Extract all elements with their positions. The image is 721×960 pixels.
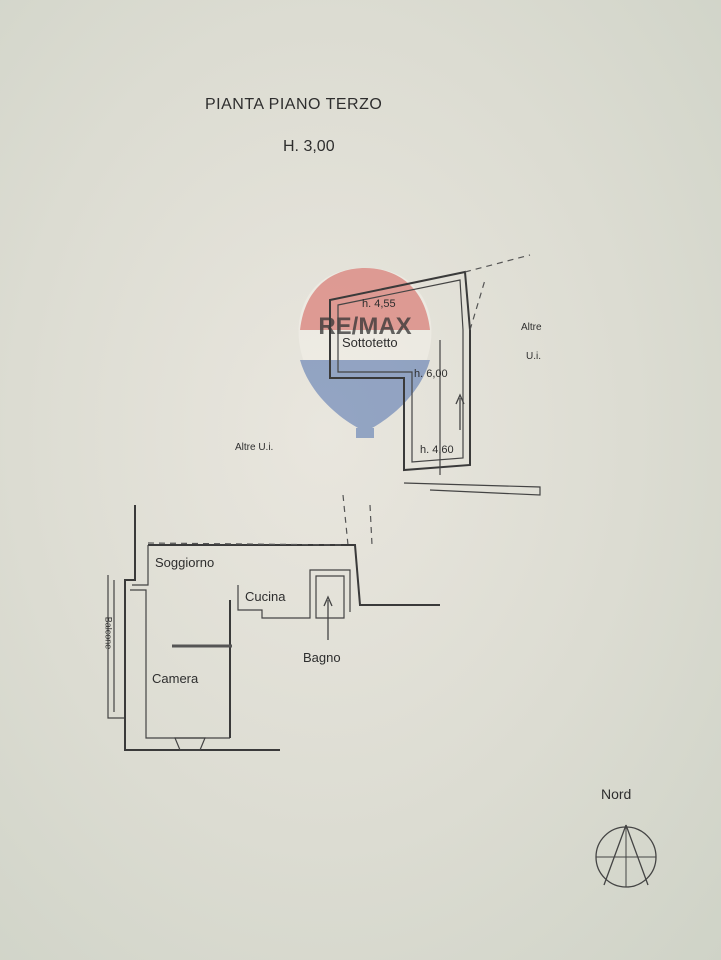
bagno-arrow	[323, 595, 333, 640]
attic-arrow	[455, 393, 465, 430]
apartment-walls	[107, 505, 440, 751]
neighbor-ui: U.i.	[526, 351, 541, 362]
neighbor-altre-ui-left: Altre U.i.	[235, 442, 274, 453]
north-compass-icon	[595, 824, 657, 888]
sottotetto-walls	[329, 254, 541, 496]
room-balcone: Balcone	[103, 616, 114, 650]
neighbor-altre: Altre	[521, 322, 542, 333]
height-label: H. 3,00	[283, 138, 335, 155]
height-4-55: h. 4,55	[362, 298, 396, 310]
height-6-00: h. 6,00	[414, 368, 448, 380]
page-title: PIANTA PIANO TERZO	[205, 96, 383, 113]
room-soggiorno: Soggiorno	[155, 555, 215, 570]
room-sottotetto: Sottotetto	[342, 335, 398, 350]
height-4-60: h. 4,60	[420, 444, 454, 456]
room-bagno: Bagno	[303, 650, 341, 665]
watermark-text: RE/MAX	[318, 313, 411, 340]
room-cucina: Cucina	[245, 589, 286, 604]
room-camera: Camera	[152, 671, 199, 686]
compass-label: Nord	[601, 786, 632, 802]
